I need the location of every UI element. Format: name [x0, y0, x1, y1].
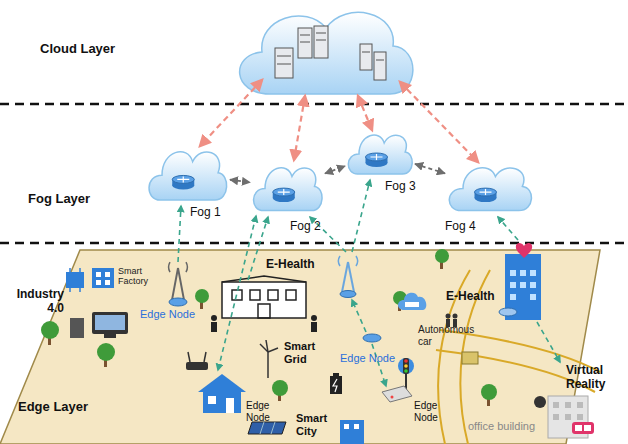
fog-label: Fog 4 — [445, 220, 476, 234]
domain-label: Smart City — [296, 412, 336, 437]
edge-node-label: Edge Node — [414, 400, 448, 423]
person-icon — [211, 315, 317, 332]
fog-cloud-shape — [250, 160, 325, 215]
fog-peer-link — [230, 180, 250, 183]
layer-separator — [0, 242, 628, 245]
wind-turbine — [260, 340, 278, 378]
fog-node: Fog 1 — [145, 143, 230, 205]
fog-cloud-shape — [145, 143, 230, 205]
layer-label: Cloud Layer — [40, 42, 130, 57]
fog-cloud-shape — [445, 160, 535, 215]
car-cloud-icon — [398, 293, 426, 310]
device-label: Autonomous car — [418, 324, 488, 347]
fog-label: Fog 1 — [190, 206, 221, 220]
computer-icon — [70, 312, 128, 338]
fog-cloud-shape — [345, 128, 415, 178]
domain-label: E-Health — [266, 258, 326, 272]
edge-node-label: Edge Node — [140, 308, 210, 321]
edge-ground — [0, 250, 600, 444]
device-label: Smart Factory — [118, 266, 164, 287]
house-icon — [198, 374, 246, 413]
layer-separator — [0, 103, 628, 106]
domain-label: Industry 4.0 — [8, 288, 64, 316]
fog-label: Fog 3 — [385, 180, 416, 194]
battery-icon — [330, 373, 342, 394]
fog-node: Fog 2 — [250, 160, 325, 215]
fog-label: Fog 2 — [290, 220, 321, 234]
fog-node: Fog 4 — [445, 160, 535, 215]
chip-icon — [462, 352, 478, 364]
domain-label: Virtual Reality — [566, 364, 622, 392]
city-building-icon — [340, 420, 364, 444]
smart-factory-icon — [66, 268, 114, 292]
cloud-datacenter — [240, 12, 413, 94]
layer-label: Fog Layer — [28, 192, 108, 207]
hospital-icon — [222, 276, 306, 318]
cloud-fog-link — [200, 80, 478, 162]
vr-headset — [534, 396, 594, 434]
fog-peer-link — [325, 166, 345, 173]
antenna-tower — [338, 256, 357, 298]
edge-node-label: Edge Node — [340, 352, 410, 365]
fog-node: Fog 3 — [345, 128, 415, 178]
domain-label: E-Health — [446, 290, 502, 304]
tree — [41, 249, 497, 406]
router-icon — [382, 386, 412, 402]
layer-label: Edge Layer — [18, 400, 108, 415]
hospital-building — [499, 243, 541, 320]
domain-label: Smart Grid — [284, 340, 324, 365]
solar-panel — [248, 422, 286, 434]
antenna-tower — [169, 262, 188, 306]
router-icon — [363, 334, 381, 342]
device-label: office building — [468, 420, 548, 433]
fog-peer-link — [415, 164, 445, 173]
edge-node-label: Edge Node — [246, 400, 280, 423]
router-icon — [186, 352, 208, 370]
